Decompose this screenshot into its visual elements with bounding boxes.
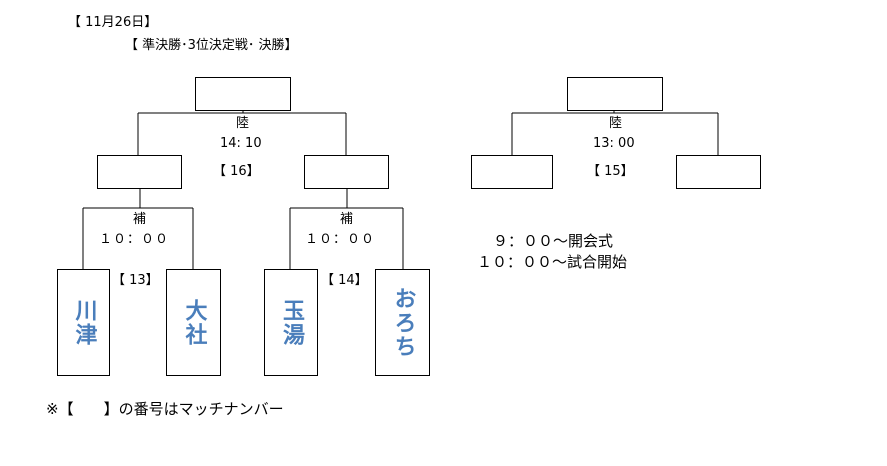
final-winner-box <box>195 77 291 111</box>
semi-b-match-number: 【 14】 <box>321 273 368 288</box>
semi-b-time: １０：００ <box>305 232 376 247</box>
third-place-time: 13: 00 <box>593 136 635 151</box>
final-match-number: 【 16】 <box>213 164 260 179</box>
schedule-start: １０：００～試合開始 <box>477 253 628 271</box>
third-place-match-number: 【 15】 <box>587 164 634 179</box>
team-name: おろち <box>390 286 416 359</box>
team-kawatsu: 川津 <box>57 269 110 376</box>
semi-a-venue: 補 <box>133 212 147 227</box>
round-heading: 【 準決勝･3位決定戦･ 決勝】 <box>125 38 298 53</box>
semi-b-winner-box <box>304 155 389 189</box>
schedule-opening: ９：００～開会式 <box>493 232 614 250</box>
team-taisha: 大社 <box>166 269 221 376</box>
team-orochi: おろち <box>375 269 430 376</box>
semi-a-winner-box <box>97 155 182 189</box>
date-heading: 【 11月26日】 <box>68 15 158 30</box>
final-time: 14: 10 <box>220 136 262 151</box>
third-place-left-box <box>471 155 553 189</box>
team-tamayu: 玉湯 <box>264 269 318 376</box>
third-place-winner-box <box>567 77 663 111</box>
third-place-venue: 陸 <box>609 116 623 131</box>
third-place-right-box <box>676 155 761 189</box>
semi-b-venue: 補 <box>340 212 354 227</box>
team-name: 玉湯 <box>279 298 304 347</box>
semi-a-time: １０：００ <box>99 232 170 247</box>
team-name: 川津 <box>71 298 97 347</box>
footnote: ※【 】の番号はマッチナンバー <box>46 400 284 418</box>
semi-a-match-number: 【 13】 <box>112 273 159 288</box>
final-venue: 陸 <box>236 116 250 131</box>
team-name: 大社 <box>181 298 207 347</box>
